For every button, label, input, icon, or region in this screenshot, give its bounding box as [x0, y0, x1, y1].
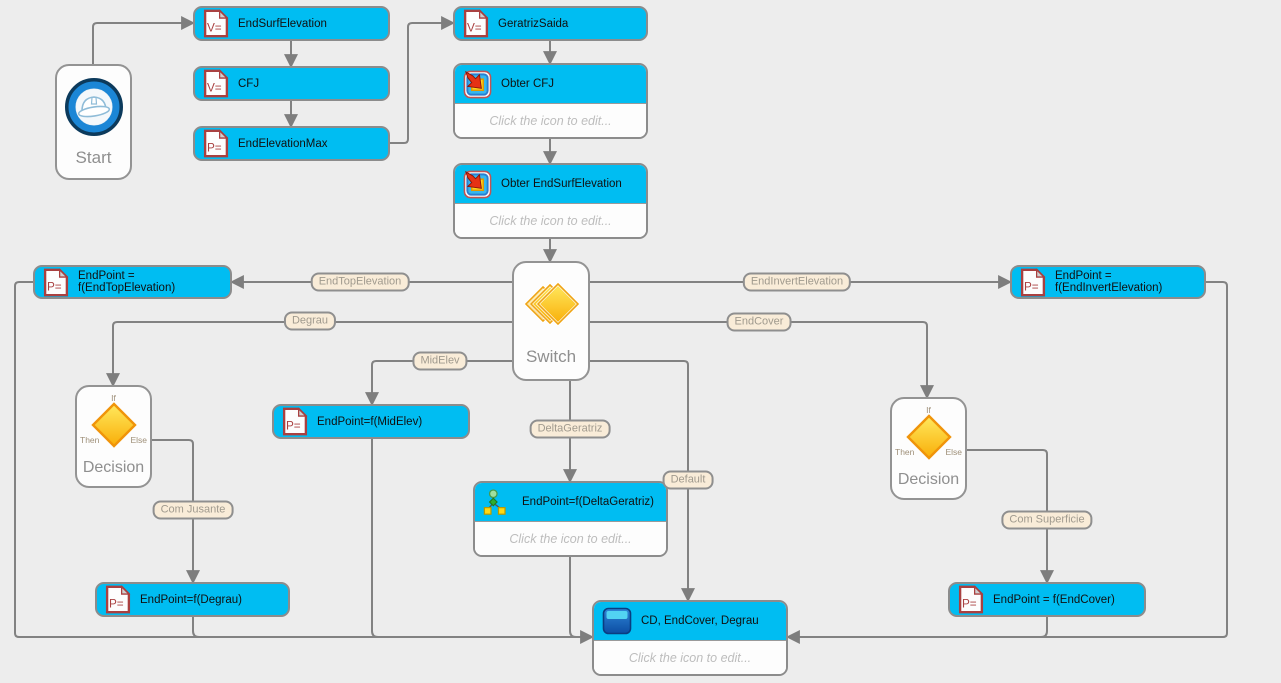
node-title: EndPoint=f(DeltaGeratriz)	[522, 496, 654, 508]
node-title: EndElevationMax	[238, 137, 328, 150]
svg-text:P=: P=	[962, 598, 977, 611]
node-geratrizsaida[interactable]: V= GeratrizSaida	[453, 6, 648, 41]
edge-label-degrau[interactable]: Degrau	[283, 311, 337, 331]
node-title: EndPoint = f(EndTopElevation)	[78, 270, 176, 294]
decision-label: Decision	[82, 459, 145, 476]
document-v-icon[interactable]: V=	[203, 69, 229, 98]
node-cd-endcover-degrau[interactable]: CD, EndCover, Degrau Click the icon to e…	[592, 600, 788, 676]
node-title: EndPoint = f(EndInvertElevation)	[1055, 270, 1163, 294]
node-start[interactable]: Start	[55, 64, 132, 180]
set-value-icon[interactable]	[463, 170, 492, 199]
node-title: GeratrizSaida	[498, 17, 569, 30]
package-icon[interactable]	[602, 607, 632, 635]
decision-label: Decision	[897, 471, 960, 488]
node-title: Obter EndSurfElevation	[501, 178, 622, 190]
svg-text:P=: P=	[207, 142, 222, 155]
edge-label-com-jusante[interactable]: Com Jusante	[152, 500, 234, 520]
edge-label-default[interactable]: Default	[662, 470, 714, 490]
document-p-icon[interactable]: P=	[282, 407, 308, 436]
document-p-icon[interactable]: P=	[105, 585, 131, 614]
node-obter-endsurfelevation[interactable]: Obter EndSurfElevation Click the icon to…	[453, 163, 648, 239]
edge-label-endinvertelevation[interactable]: EndInvertElevation	[742, 272, 852, 292]
edge-switch-midelev	[365, 360, 512, 407]
node-title: CFJ	[238, 77, 260, 90]
node-switch[interactable]: Switch	[512, 261, 590, 381]
edge-decisionright-endcover	[967, 449, 1054, 585]
node-cfj[interactable]: V= CFJ	[193, 66, 390, 101]
document-p-icon[interactable]: P=	[203, 129, 229, 158]
edge-label-deltageratriz[interactable]: DeltaGeratriz	[529, 419, 611, 439]
node-title: EndSurfElevation	[238, 17, 327, 30]
node-title: Obter CFJ	[501, 78, 555, 90]
node-edit-hint[interactable]: Click the icon to edit...	[455, 104, 646, 137]
edge-start-endsurf	[92, 16, 196, 64]
document-v-icon[interactable]: V=	[203, 9, 229, 38]
decision-then-label: Then	[895, 447, 915, 457]
edge-switch-decision-right	[590, 321, 934, 400]
node-edit-hint[interactable]: Click the icon to edit...	[594, 641, 786, 674]
node-title: EndPoint=f(MidElev)	[317, 415, 423, 428]
hardhat-icon	[64, 78, 123, 136]
node-title: EndPoint=f(Degrau)	[140, 593, 242, 606]
edge-elevmax-geratriz	[390, 16, 456, 144]
svg-text:V=: V=	[207, 82, 222, 95]
node-title: CD, EndCover, Degrau	[641, 615, 759, 627]
node-endpoint-degrau[interactable]: P= EndPoint=f(Degrau)	[95, 582, 290, 617]
edge-switch-decision-left	[106, 321, 512, 388]
node-edit-hint[interactable]: Click the icon to edit...	[475, 522, 666, 555]
node-endpoint-midelev[interactable]: P= EndPoint=f(MidElev)	[272, 404, 470, 439]
edge-label-midelev[interactable]: MidElev	[412, 351, 468, 371]
node-endsurfelevation[interactable]: V= EndSurfElevation	[193, 6, 390, 41]
decision-if-label: If	[111, 393, 116, 403]
decision-else-label: Else	[945, 447, 962, 457]
edge-deltageratriz-join	[569, 557, 577, 638]
edge-label-endcover[interactable]: EndCover	[726, 312, 792, 332]
start-label: Start	[75, 148, 112, 167]
edge-endtop-cd	[14, 281, 595, 644]
document-p-icon[interactable]: P=	[958, 585, 984, 614]
decision-else-label: Else	[130, 435, 147, 445]
svg-text:V=: V=	[467, 22, 482, 35]
svg-text:V=: V=	[207, 22, 222, 35]
document-p-icon[interactable]: P=	[1020, 267, 1046, 297]
svg-text:P=: P=	[47, 280, 62, 293]
node-decision-right[interactable]: If Then Else Decision	[890, 397, 967, 500]
edge-degrau-join	[192, 617, 200, 638]
edge-label-endtopelevation[interactable]: EndTopElevation	[310, 272, 410, 292]
edge-endcover-join	[1040, 617, 1048, 638]
set-value-icon[interactable]	[463, 70, 492, 99]
switch-label: Switch	[525, 347, 577, 366]
decision-diamond-icon	[905, 414, 952, 460]
node-endpoint-endinvertelevation[interactable]: P= EndPoint = f(EndInvertElevation)	[1010, 265, 1206, 299]
document-v-icon[interactable]: V=	[463, 9, 489, 38]
node-endelevationmax[interactable]: P= EndElevationMax	[193, 126, 390, 161]
document-p-icon[interactable]: P=	[43, 267, 69, 297]
node-endpoint-deltageratriz[interactable]: EndPoint=f(DeltaGeratriz) Click the icon…	[473, 481, 668, 557]
node-decision-left[interactable]: If Then Else Decision	[75, 385, 152, 488]
decision-diamond-icon	[90, 402, 137, 448]
svg-text:P=: P=	[109, 598, 124, 611]
edge-midelev-join	[371, 439, 379, 638]
flowchart-icon[interactable]	[483, 488, 513, 516]
switch-diamonds-icon	[523, 281, 581, 327]
node-title: EndPoint = f(EndCover)	[993, 593, 1115, 606]
node-endpoint-endtopelevation[interactable]: P= EndPoint = f(EndTopElevation)	[33, 265, 232, 299]
node-edit-hint[interactable]: Click the icon to edit...	[455, 204, 646, 237]
edge-label-com-superficie[interactable]: Com Superficie	[1001, 510, 1093, 530]
node-endpoint-endcover[interactable]: P= EndPoint = f(EndCover)	[948, 582, 1146, 617]
svg-text:P=: P=	[286, 420, 301, 433]
decision-then-label: Then	[80, 435, 100, 445]
node-obter-cfj[interactable]: Obter CFJ Click the icon to edit...	[453, 63, 648, 139]
svg-text:P=: P=	[1024, 280, 1039, 293]
edge-switch-default-cd	[590, 360, 695, 603]
decision-if-label: If	[926, 405, 931, 415]
edge-endinvert-cd	[785, 281, 1228, 644]
edge-decisionleft-degrau	[152, 439, 200, 585]
